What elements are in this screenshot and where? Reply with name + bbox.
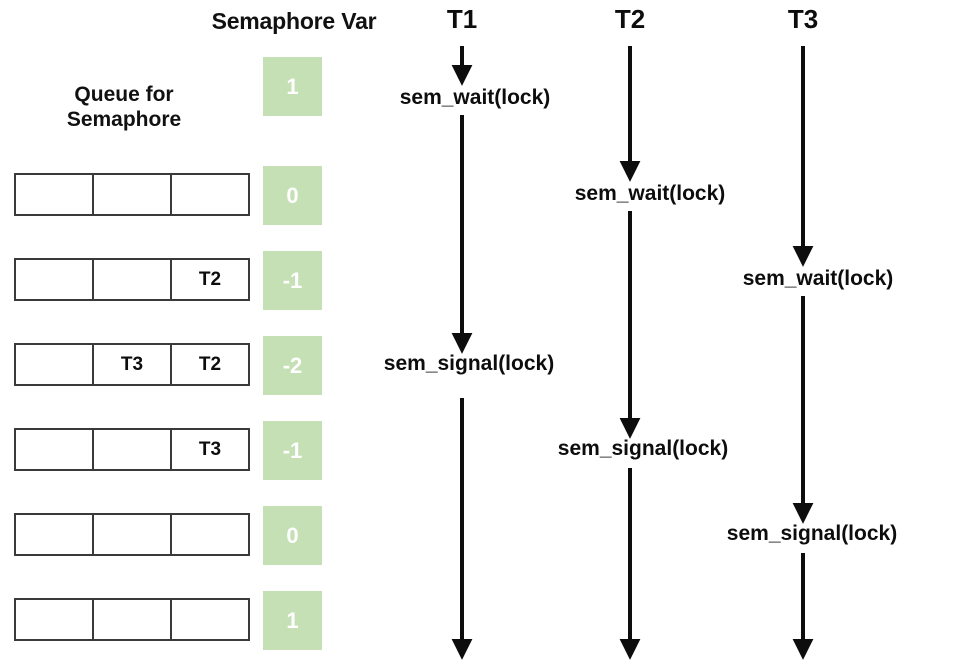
call-label-t1-sem-wait: sem_wait(lock)	[399, 86, 551, 109]
call-label-t3-sem-wait: sem_wait(lock)	[742, 267, 894, 290]
queue-cell: T3	[198, 438, 222, 460]
queue-cell	[16, 515, 94, 554]
queue-cell	[16, 260, 94, 299]
queue-for-semaphore-title: Queue for Semaphore	[66, 83, 182, 131]
thread-title-t2: T2	[614, 4, 646, 34]
queue-cell	[16, 345, 94, 384]
call-label-t1-sem-signal: sem_signal(lock)	[383, 352, 555, 375]
queue-cell	[94, 175, 172, 214]
semaphore-value-chip: 1	[263, 591, 322, 650]
semaphore-value-chip: 0	[263, 506, 322, 565]
semaphore-value-chip: -2	[263, 336, 322, 395]
queue-cell	[94, 600, 172, 639]
queue-cell: T3	[94, 345, 172, 384]
queue-cell	[94, 515, 172, 554]
queue-row	[14, 173, 250, 216]
thread-title-t1: T1	[446, 4, 478, 34]
semaphore-value-chip: 0	[263, 166, 322, 225]
call-label-t2-sem-signal: sem_signal(lock)	[557, 437, 729, 460]
thread-title-t3: T3	[787, 4, 819, 34]
semaphore-value-chip: -1	[263, 251, 322, 310]
queue-cell: T2	[198, 268, 222, 290]
semaphore-value-chip: -1	[263, 421, 322, 480]
semaphore-value-chip: 1	[263, 57, 322, 116]
queue-cell	[94, 430, 172, 469]
call-label-t3-sem-signal: sem_signal(lock)	[726, 522, 898, 545]
semaphore-var-title: Semaphore Var	[211, 8, 377, 34]
queue-row: T3	[14, 428, 250, 471]
queue-cell	[16, 430, 94, 469]
call-label-t2-sem-wait: sem_wait(lock)	[574, 182, 726, 205]
queue-cell: T2	[198, 353, 222, 375]
queue-row	[14, 598, 250, 641]
queue-row: T2	[14, 258, 250, 301]
queue-row	[14, 513, 250, 556]
queue-cell	[16, 175, 94, 214]
queue-cell	[16, 600, 94, 639]
queue-row: T3 T2	[14, 343, 250, 386]
queue-cell	[94, 260, 172, 299]
